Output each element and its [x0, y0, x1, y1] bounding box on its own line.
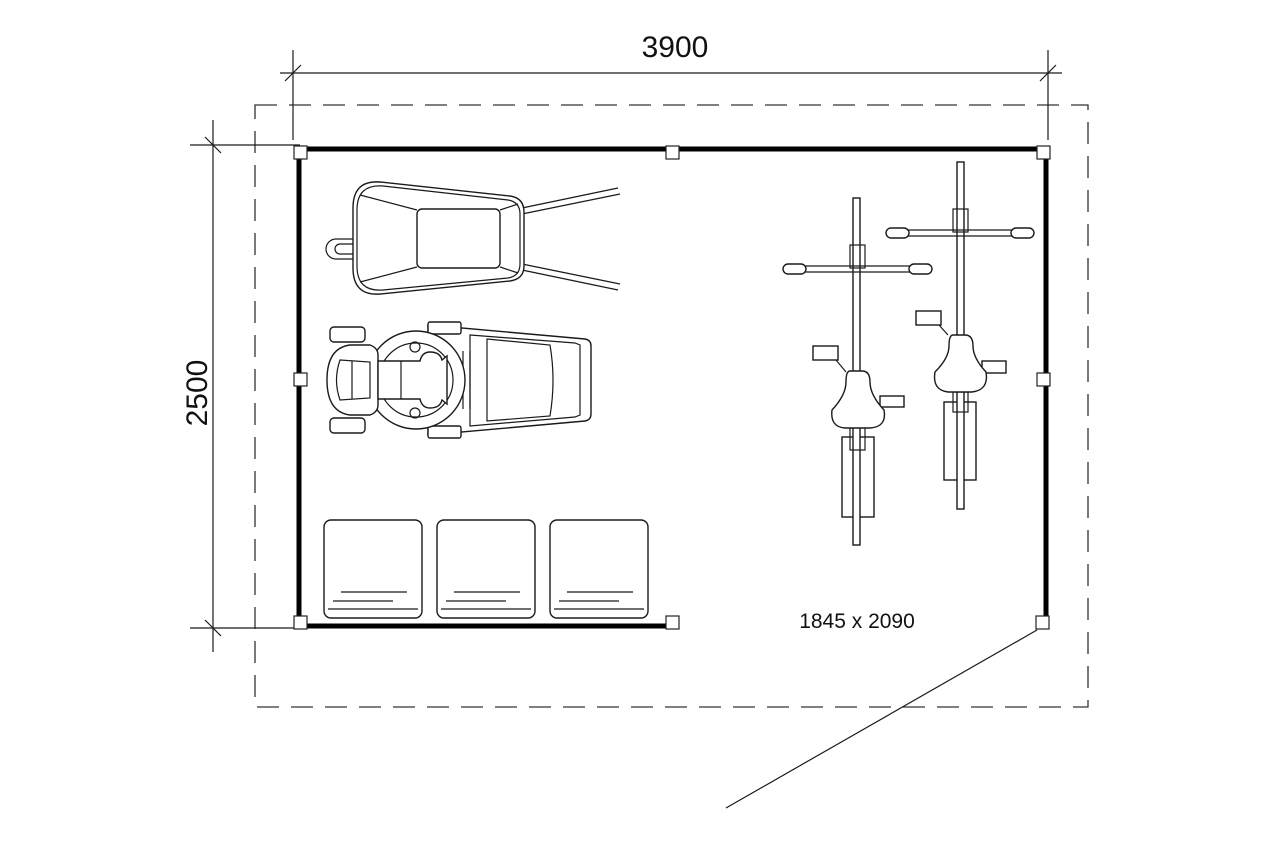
width-dimension: 3900 — [280, 31, 1062, 140]
storage-bin — [436, 519, 536, 619]
door-size-label: 1845 x 2090 — [799, 610, 915, 633]
storage-bin — [323, 519, 423, 619]
storage-bin — [549, 519, 649, 619]
bicycle — [885, 161, 1035, 510]
depth-label: 2500 — [181, 360, 214, 427]
bicycle — [782, 197, 933, 546]
roof-overhang-outline — [254, 104, 1089, 708]
width-label: 3900 — [642, 31, 709, 64]
depth-dimension: 2500 — [181, 120, 300, 652]
wheelbarrow — [325, 181, 621, 295]
storage-bins — [323, 519, 649, 619]
door-swing-line — [725, 629, 1038, 809]
ride-on-mower — [326, 321, 592, 439]
posts — [293, 145, 1051, 630]
